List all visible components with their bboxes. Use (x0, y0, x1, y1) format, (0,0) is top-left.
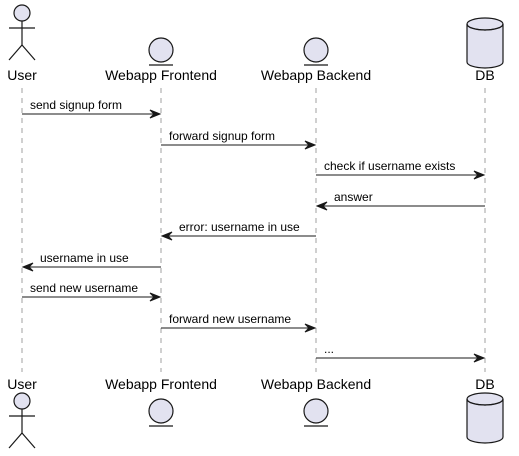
top-participant-heads: User Webapp Frontend Webapp Backend DB (7, 4, 504, 83)
participant-top-webapp-frontend: Webapp Frontend (105, 37, 217, 83)
actor-icon (8, 4, 36, 61)
message-8: forward new username (161, 312, 317, 333)
entity-icon (148, 37, 174, 66)
message-label: error: username in use (179, 220, 300, 234)
lifelines (21, 88, 486, 372)
message-1: send signup form (22, 98, 162, 119)
actor-icon (8, 392, 36, 449)
participant-label-db: DB (475, 67, 494, 83)
arrowhead-icon (473, 170, 486, 180)
message-label: check if username exists (324, 159, 455, 173)
message-7: send new username (22, 281, 162, 302)
message-label: ... (324, 342, 334, 356)
arrowhead-icon (315, 201, 328, 211)
participant-label-webapp-backend: Webapp Backend (261, 376, 371, 392)
message-label: username in use (40, 251, 129, 265)
message-5: error: username in use (160, 220, 316, 241)
arrowhead-icon (149, 292, 162, 302)
message-3: check if username exists (316, 159, 486, 180)
participant-bottom-db: DB (466, 376, 504, 444)
entity-icon (303, 398, 329, 427)
message-label: answer (334, 190, 373, 204)
database-icon (466, 392, 504, 444)
message-label: forward signup form (169, 129, 275, 143)
participant-top-webapp-backend: Webapp Backend (261, 37, 371, 83)
entity-icon (148, 398, 174, 427)
arrowhead-icon (304, 323, 317, 333)
arrowhead-icon (473, 353, 486, 363)
message-label: forward new username (169, 312, 291, 326)
message-label: send signup form (30, 98, 122, 112)
participant-label-user: User (7, 67, 37, 83)
message-4: answer (315, 190, 485, 211)
participant-top-db: DB (466, 17, 504, 83)
message-2: forward signup form (161, 129, 317, 150)
participant-bottom-webapp-backend: Webapp Backend (261, 376, 371, 427)
database-icon (466, 17, 504, 69)
participant-label-webapp-backend: Webapp Backend (261, 67, 371, 83)
message-6: username in use (21, 251, 161, 272)
bottom-participant-heads: User Webapp Frontend Webapp Backend DB (7, 376, 504, 449)
arrowhead-icon (160, 231, 173, 241)
arrowhead-icon (21, 262, 34, 272)
participant-top-user: User (7, 4, 37, 83)
participant-bottom-webapp-frontend: Webapp Frontend (105, 376, 217, 427)
arrowhead-icon (149, 109, 162, 119)
entity-icon (303, 37, 329, 66)
participant-label-webapp-frontend: Webapp Frontend (105, 67, 217, 83)
participant-label-webapp-frontend: Webapp Frontend (105, 376, 217, 392)
messages: send signup form forward signup form check… (21, 98, 486, 363)
participant-label-db: DB (475, 376, 494, 392)
message-label: send new username (30, 281, 138, 295)
arrowhead-icon (304, 140, 317, 150)
participant-bottom-user: User (7, 376, 37, 449)
participant-label-user: User (7, 376, 37, 392)
message-9: ... (316, 342, 486, 363)
